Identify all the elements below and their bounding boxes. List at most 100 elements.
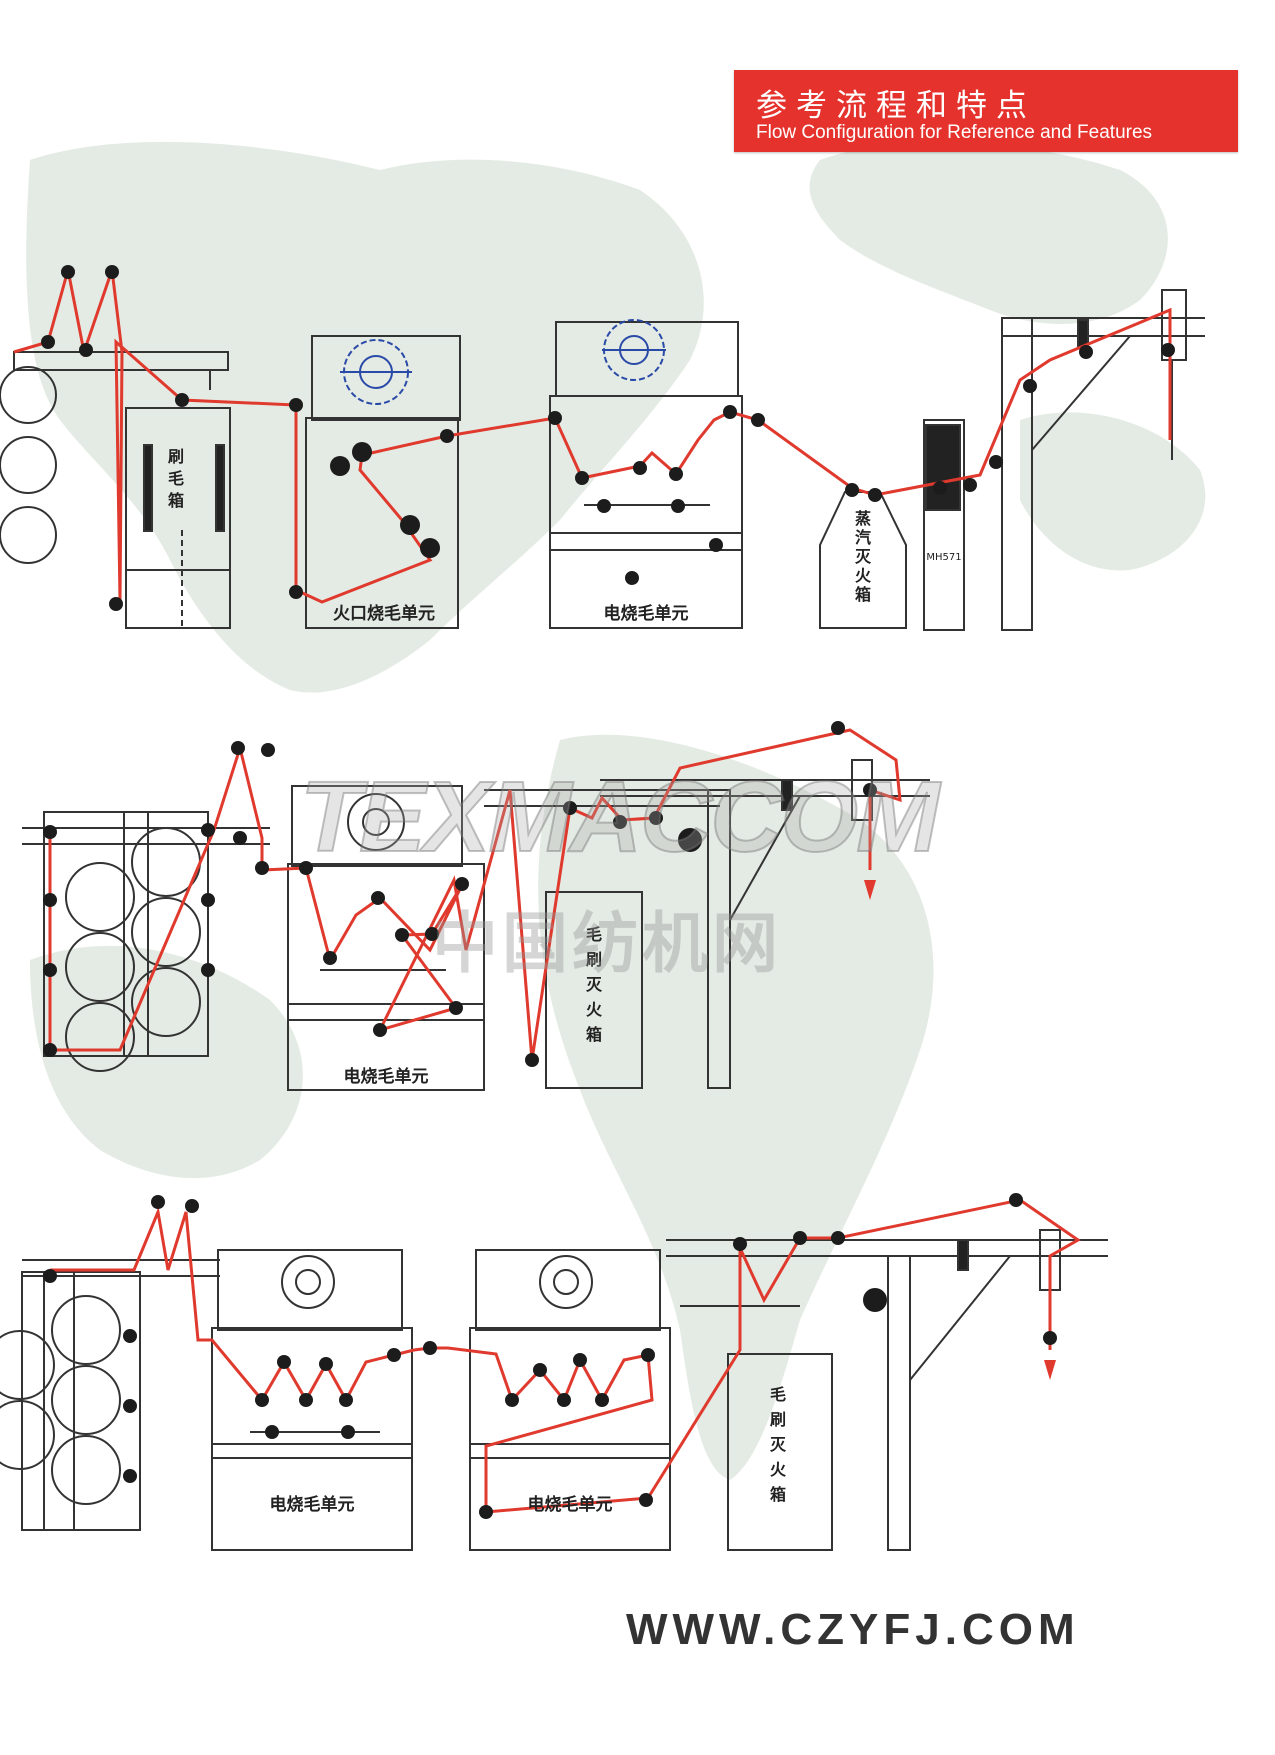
brush-extinguish-label-5: 箱	[586, 1025, 602, 1044]
electric-singeing-unit	[469, 1327, 671, 1551]
roller	[669, 467, 683, 481]
brush-extinguish-box	[545, 891, 643, 1089]
roller	[299, 861, 313, 875]
roller	[963, 478, 977, 492]
row-3-flow	[0, 1229, 1108, 1551]
roller	[709, 538, 723, 552]
roller	[831, 1231, 845, 1245]
roller	[201, 823, 215, 837]
roller	[639, 1493, 653, 1507]
batching-head	[1161, 289, 1187, 361]
roller	[863, 1288, 887, 1312]
machine-column	[923, 419, 965, 631]
roller	[868, 488, 882, 502]
drying-cylinder	[51, 1295, 121, 1365]
brush-extinguish-label-2: 刷	[586, 950, 602, 969]
roller	[548, 411, 562, 425]
brush-box	[125, 407, 231, 629]
roller	[395, 928, 409, 942]
roller	[557, 1393, 571, 1407]
roller	[625, 571, 639, 585]
roller	[352, 442, 372, 462]
output-arrow	[864, 880, 876, 900]
roller	[1161, 343, 1175, 357]
electric-singeing-unit-label: 电烧毛单元	[604, 603, 689, 624]
roller	[751, 413, 765, 427]
steam-box-label-2: 汽	[855, 528, 871, 547]
roller	[400, 515, 420, 535]
roller	[373, 1023, 387, 1037]
roller	[123, 1469, 137, 1483]
roller	[989, 455, 1003, 469]
roller	[123, 1329, 137, 1343]
brush-extinguish-label-row3-4: 火	[770, 1460, 787, 1479]
roller	[845, 483, 859, 497]
roller	[420, 538, 440, 558]
roller	[323, 951, 337, 965]
roller	[597, 499, 611, 513]
brush-extinguish-label-1: 毛	[586, 925, 602, 944]
roller	[175, 393, 189, 407]
roller	[678, 828, 702, 852]
roller	[261, 743, 275, 757]
drying-cylinder	[65, 932, 135, 1002]
burner-icon	[539, 1255, 593, 1309]
row-2-flow	[22, 759, 930, 1091]
roller	[330, 456, 350, 476]
roller	[479, 1505, 493, 1519]
feed-roller	[0, 506, 57, 564]
roller	[341, 1425, 355, 1439]
roller	[723, 405, 737, 419]
header-title-cn: 参考流程和特点	[756, 88, 1036, 124]
roller	[371, 891, 385, 905]
electric-singeing-unit-label-row2: 电烧毛单元	[344, 1066, 429, 1087]
roller	[299, 1393, 313, 1407]
brush-box-label-1: 刷	[168, 447, 184, 466]
fabric-path-row-3	[50, 1198, 1081, 1514]
roller	[319, 1357, 333, 1371]
drying-cylinder	[0, 1330, 55, 1400]
drying-cylinder	[65, 862, 135, 932]
roller	[79, 343, 93, 357]
roller	[563, 801, 577, 815]
roller	[440, 429, 454, 443]
roller	[289, 585, 303, 599]
roller	[387, 1348, 401, 1362]
footer-website-url: WWW.CZYFJ.COM	[626, 1605, 1080, 1654]
roller	[201, 893, 215, 907]
burner-hood	[291, 785, 463, 867]
brush-box-label-3: 箱	[168, 491, 184, 510]
brush-extinguish-label-row3-5: 箱	[770, 1485, 786, 1504]
drying-cylinder	[131, 967, 201, 1037]
feed-roller	[0, 366, 57, 424]
roller	[505, 1393, 519, 1407]
roller	[233, 831, 247, 845]
burner-hood	[475, 1249, 661, 1331]
roller	[455, 877, 469, 891]
roller	[733, 1237, 747, 1251]
roller	[1043, 1331, 1057, 1345]
roller	[595, 1393, 609, 1407]
roller-stack-frame	[21, 1271, 75, 1531]
machine-tag: MH571	[926, 552, 961, 563]
brush-box-label-2: 毛	[168, 469, 184, 488]
drying-cylinder	[65, 1002, 135, 1072]
roller	[449, 1001, 463, 1015]
roller	[573, 1353, 587, 1367]
section-header: 参考流程和特点 Flow Configuration for Reference…	[734, 70, 1238, 152]
rollers-row-1	[41, 265, 1175, 611]
roller	[649, 811, 663, 825]
roller	[1079, 345, 1093, 359]
burner-hood	[217, 1249, 403, 1331]
output-arrow	[1044, 1360, 1056, 1380]
roller	[575, 471, 589, 485]
brush-extinguish-label-row3-1: 毛	[770, 1385, 786, 1404]
rollers-row-3	[43, 1193, 1057, 1519]
electric-singeing-unit	[549, 395, 743, 629]
steam-box-label-3: 灭	[854, 547, 872, 566]
roller	[277, 1355, 291, 1369]
roller	[793, 1231, 807, 1245]
header-title-en: Flow Configuration for Reference and Fea…	[756, 122, 1153, 143]
roller	[43, 963, 57, 977]
